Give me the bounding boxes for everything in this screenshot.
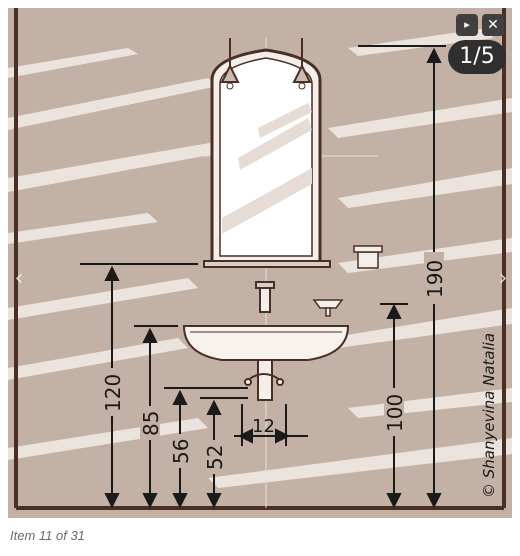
- close-icon[interactable]: ✕: [482, 14, 504, 36]
- label-56: 56: [169, 439, 193, 464]
- label-85: 85: [139, 411, 163, 436]
- slide-counter: 1/5: [448, 40, 506, 74]
- play-icon[interactable]: ▸: [456, 14, 478, 36]
- label-12: 12: [252, 416, 275, 437]
- label-52: 52: [203, 445, 227, 470]
- label-120: 120: [101, 374, 125, 412]
- mirror: [203, 38, 331, 268]
- label-190: 190: [423, 260, 447, 298]
- chevron-right-icon[interactable]: ›: [498, 266, 508, 291]
- washbasin: [182, 281, 350, 401]
- chevron-left-icon[interactable]: ‹: [14, 266, 24, 291]
- glass-holder: [353, 245, 383, 269]
- bathroom-dimensions-illustration: 190 120 100 85 56 52 12 © Shanyevina Nat…: [8, 8, 512, 518]
- item-caption: Item 11 of 31: [10, 528, 85, 543]
- label-100: 100: [383, 394, 407, 432]
- image-viewer: 190 120 100 85 56 52 12 © Shanyevina Nat…: [8, 8, 512, 518]
- artist-signature: © Shanyevina Natalia: [480, 333, 498, 498]
- soap-dish: [312, 299, 344, 317]
